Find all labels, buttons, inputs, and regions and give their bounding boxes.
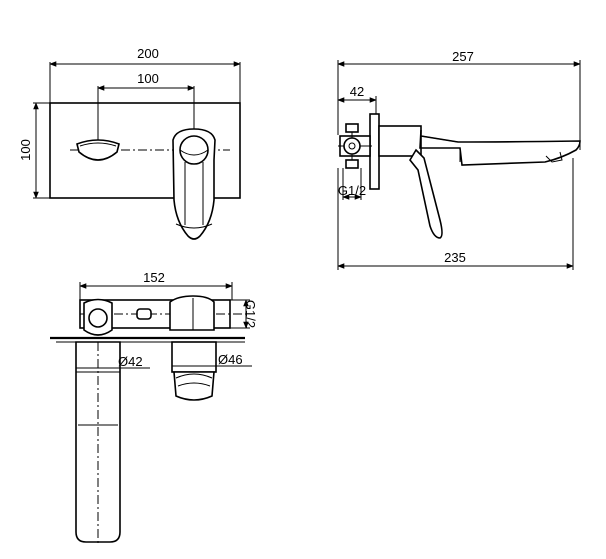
top-handle-body xyxy=(171,341,217,373)
front-view: 200 100 100 xyxy=(18,46,241,240)
side-thread-label: G1/2 xyxy=(338,183,366,198)
dim-100-spacing-label: 100 xyxy=(137,71,159,86)
dim-100-height-label: 100 xyxy=(18,139,33,161)
top-handle-dia-label: Ø46 xyxy=(218,352,243,367)
front-wall-plate xyxy=(49,102,241,199)
side-spout xyxy=(419,129,581,166)
side-lever xyxy=(409,148,443,239)
top-handle-connector xyxy=(169,295,215,331)
dim-257-label: 257 xyxy=(452,49,474,64)
top-view: 152 G1/2 Ø42 Ø46 xyxy=(50,270,258,545)
side-wall-plate xyxy=(369,113,380,190)
front-spout-outlet xyxy=(76,139,120,161)
dim-200-label: 200 xyxy=(137,46,159,61)
front-lever-handle xyxy=(172,128,216,240)
top-spout-dia-label: Ø42 xyxy=(118,354,143,369)
dim-235-label: 235 xyxy=(444,250,466,265)
top-handle-lever xyxy=(173,371,215,401)
side-valve-cartridge xyxy=(343,137,361,155)
dim-152-label: 152 xyxy=(143,270,165,285)
side-view: 257 42 G1/2 235 xyxy=(337,49,581,270)
top-thread-label: G1/2 xyxy=(243,300,258,328)
top-spout xyxy=(75,341,121,543)
dim-42-label: 42 xyxy=(350,84,364,99)
